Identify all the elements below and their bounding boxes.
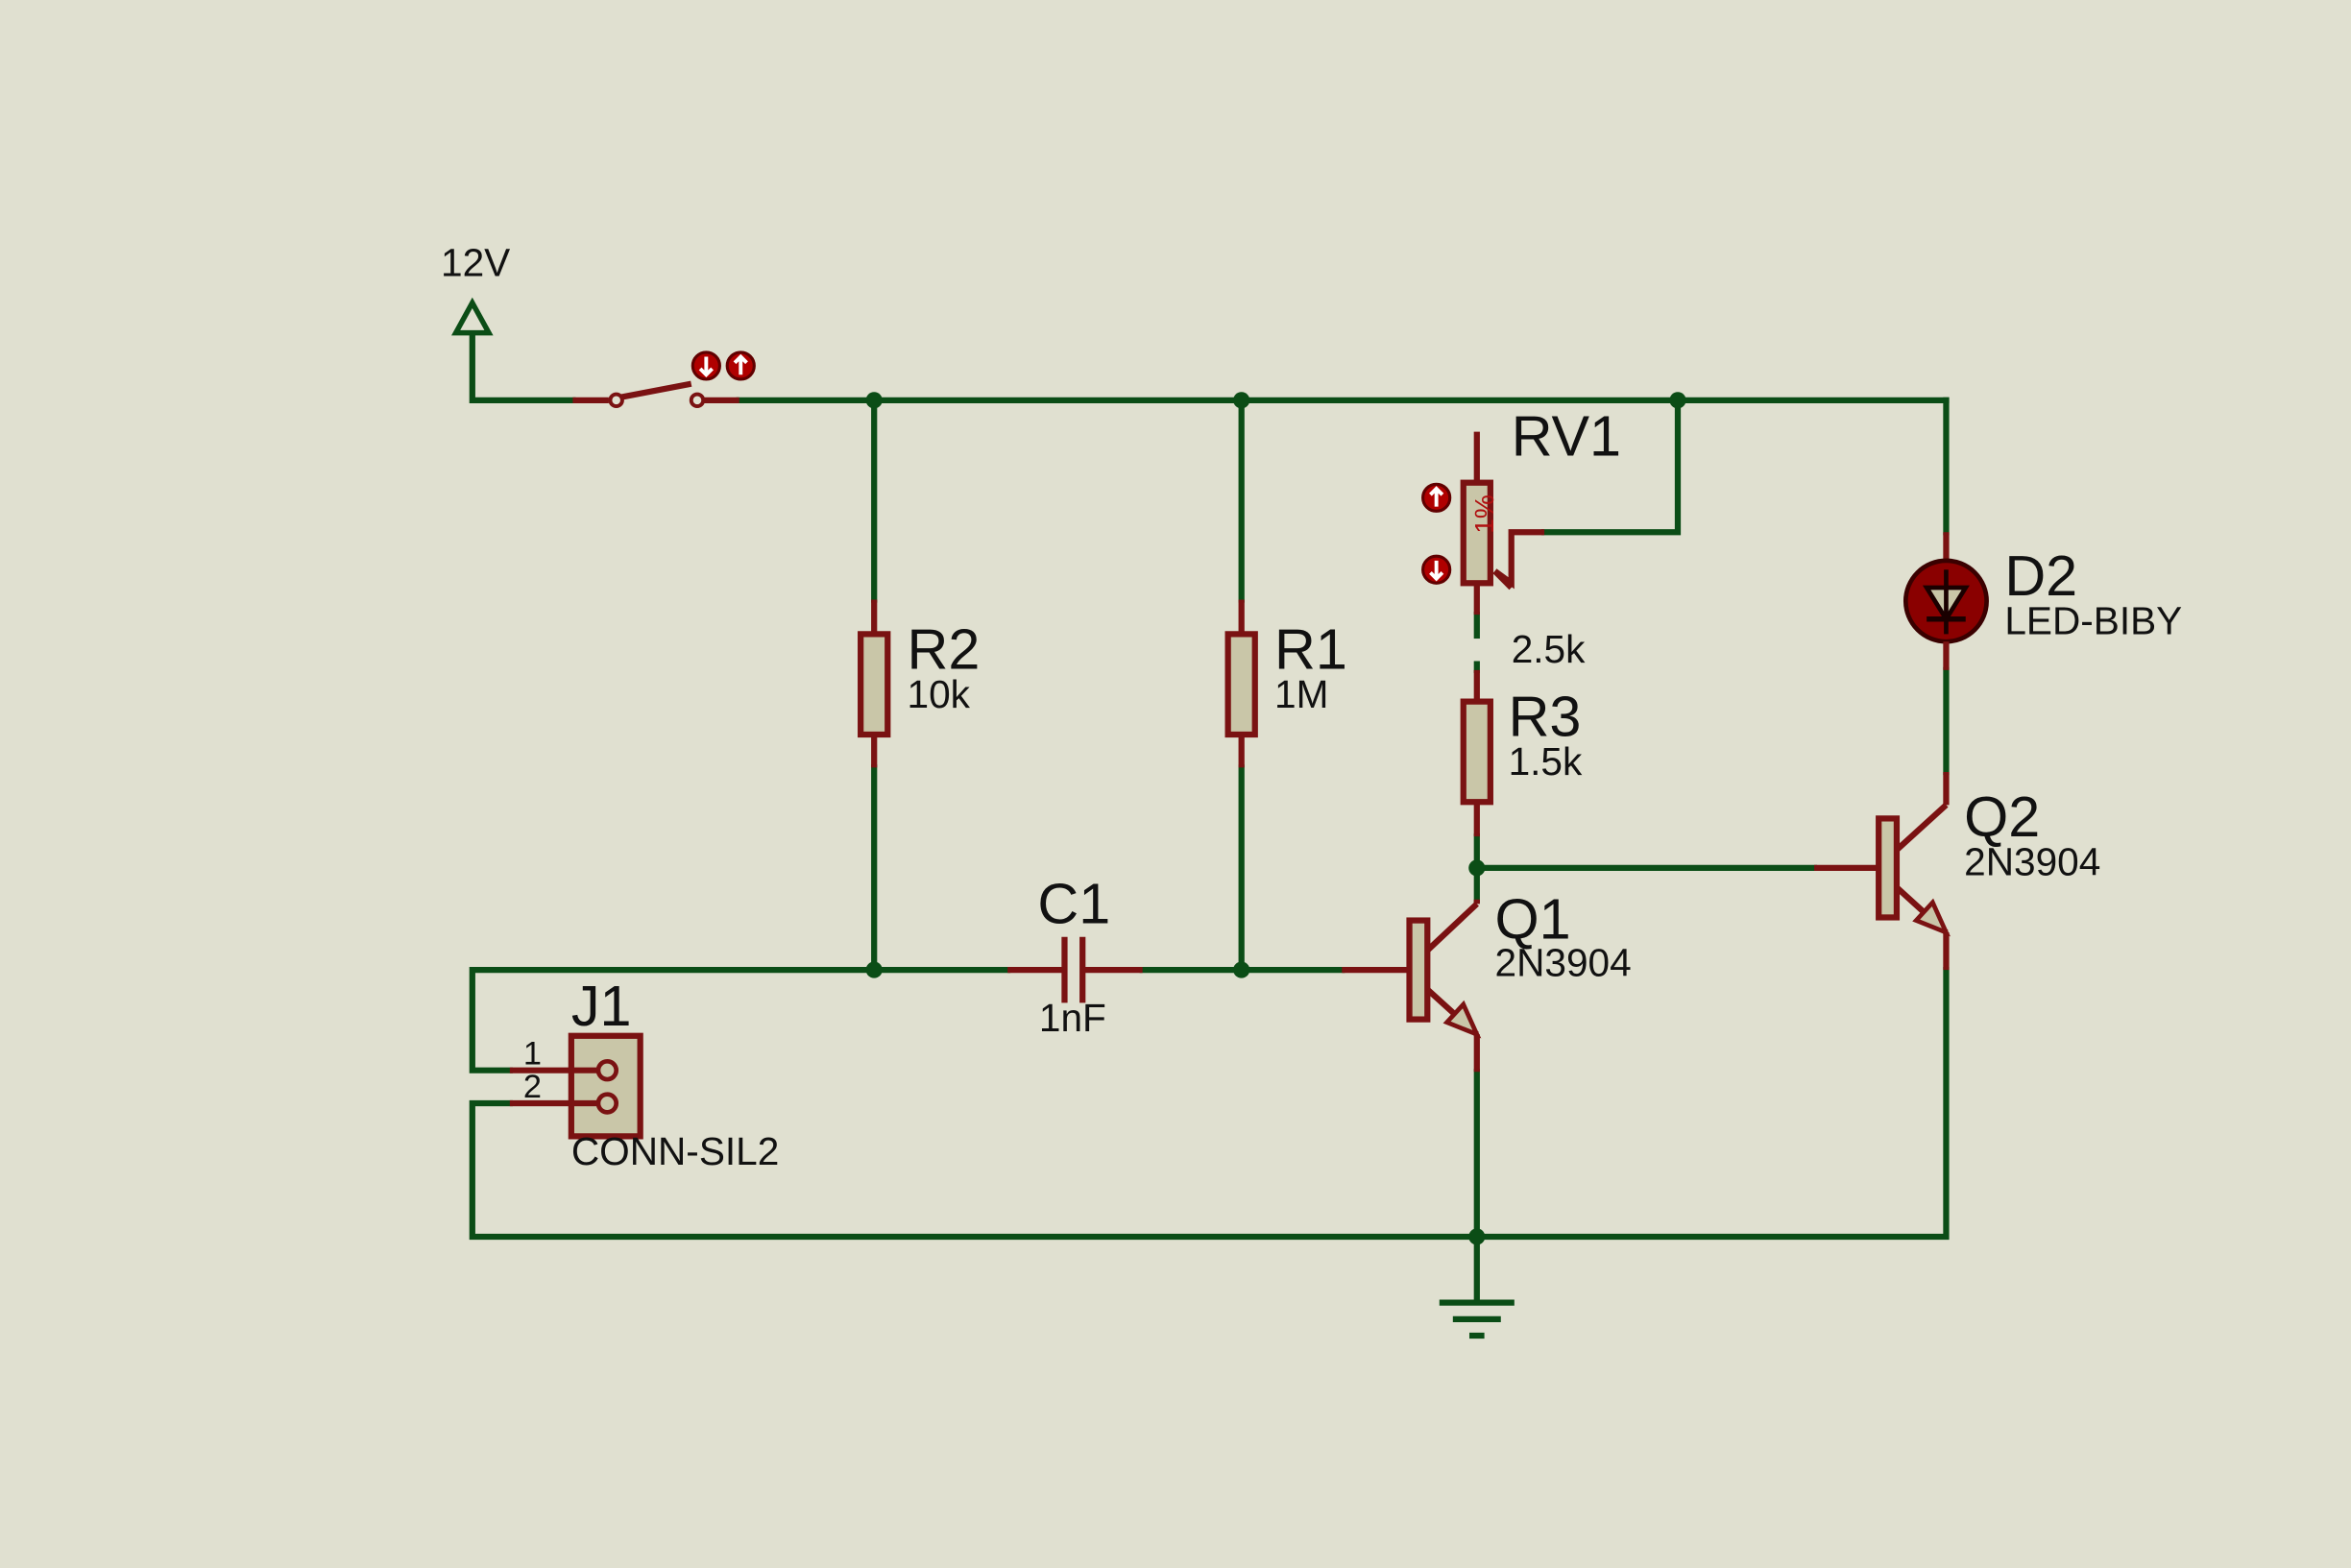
q2-value: 2N3904	[1964, 840, 2100, 884]
d2-value: LED-BIBY	[2004, 598, 2182, 642]
power-label: 12V	[441, 240, 510, 284]
arrow-up-icon	[1429, 486, 1444, 507]
q2-ref: Q2	[1964, 784, 2040, 849]
switch-open-button[interactable]	[725, 350, 756, 381]
j1-ref: J1	[571, 974, 632, 1038]
rv1-decrease-button[interactable]	[1421, 554, 1452, 585]
power-terminal-12v: 12V	[441, 240, 510, 336]
rv1-ref: RV1	[1512, 404, 1621, 469]
arrow-up-icon	[733, 353, 748, 375]
q1-value: 2N3904	[1495, 940, 1632, 984]
r3-value: 1.5k	[1509, 739, 1583, 784]
transistor-q2[interactable]	[1814, 772, 1951, 971]
switch-close-button[interactable]	[691, 350, 721, 381]
r1-ref: R1	[1274, 616, 1347, 681]
power-switch[interactable]	[572, 380, 739, 409]
junction-dots	[865, 392, 1686, 1245]
d2-ref: D2	[2004, 543, 2077, 608]
resistor-r2[interactable]	[858, 599, 891, 768]
resistor-r1[interactable]	[1224, 599, 1258, 768]
arrow-down-icon	[698, 356, 714, 378]
j1-value: CONN-SIL2	[571, 1129, 779, 1173]
j1-pin-1-label: 1	[523, 1035, 542, 1072]
ground-symbol	[1439, 1299, 1515, 1339]
c1-value: 1nF	[1039, 996, 1106, 1040]
c1-ref: C1	[1037, 872, 1110, 936]
potentiometer-rv1[interactable]: 1%	[1460, 431, 1545, 615]
resistor-r3[interactable]	[1460, 669, 1493, 837]
led-d2[interactable]	[1903, 532, 1989, 670]
rv1-value: 2.5k	[1512, 627, 1586, 671]
j1-pin-2-label: 2	[523, 1069, 542, 1105]
r2-ref: R2	[908, 616, 981, 681]
rv1-wiper-percent: 1%	[1469, 495, 1499, 534]
wires	[469, 334, 1950, 1305]
connector-j1[interactable]	[509, 1032, 643, 1140]
capacitor-c1[interactable]	[1007, 936, 1143, 1003]
transistor-q1[interactable]	[1342, 899, 1482, 1073]
r2-value: 10k	[908, 672, 971, 716]
r3-ref: R3	[1509, 685, 1582, 749]
q1-ref: Q1	[1495, 886, 1571, 951]
r1-value: 1M	[1274, 672, 1328, 716]
arrow-down-icon	[1429, 560, 1444, 582]
rv1-increase-button[interactable]	[1421, 482, 1452, 513]
